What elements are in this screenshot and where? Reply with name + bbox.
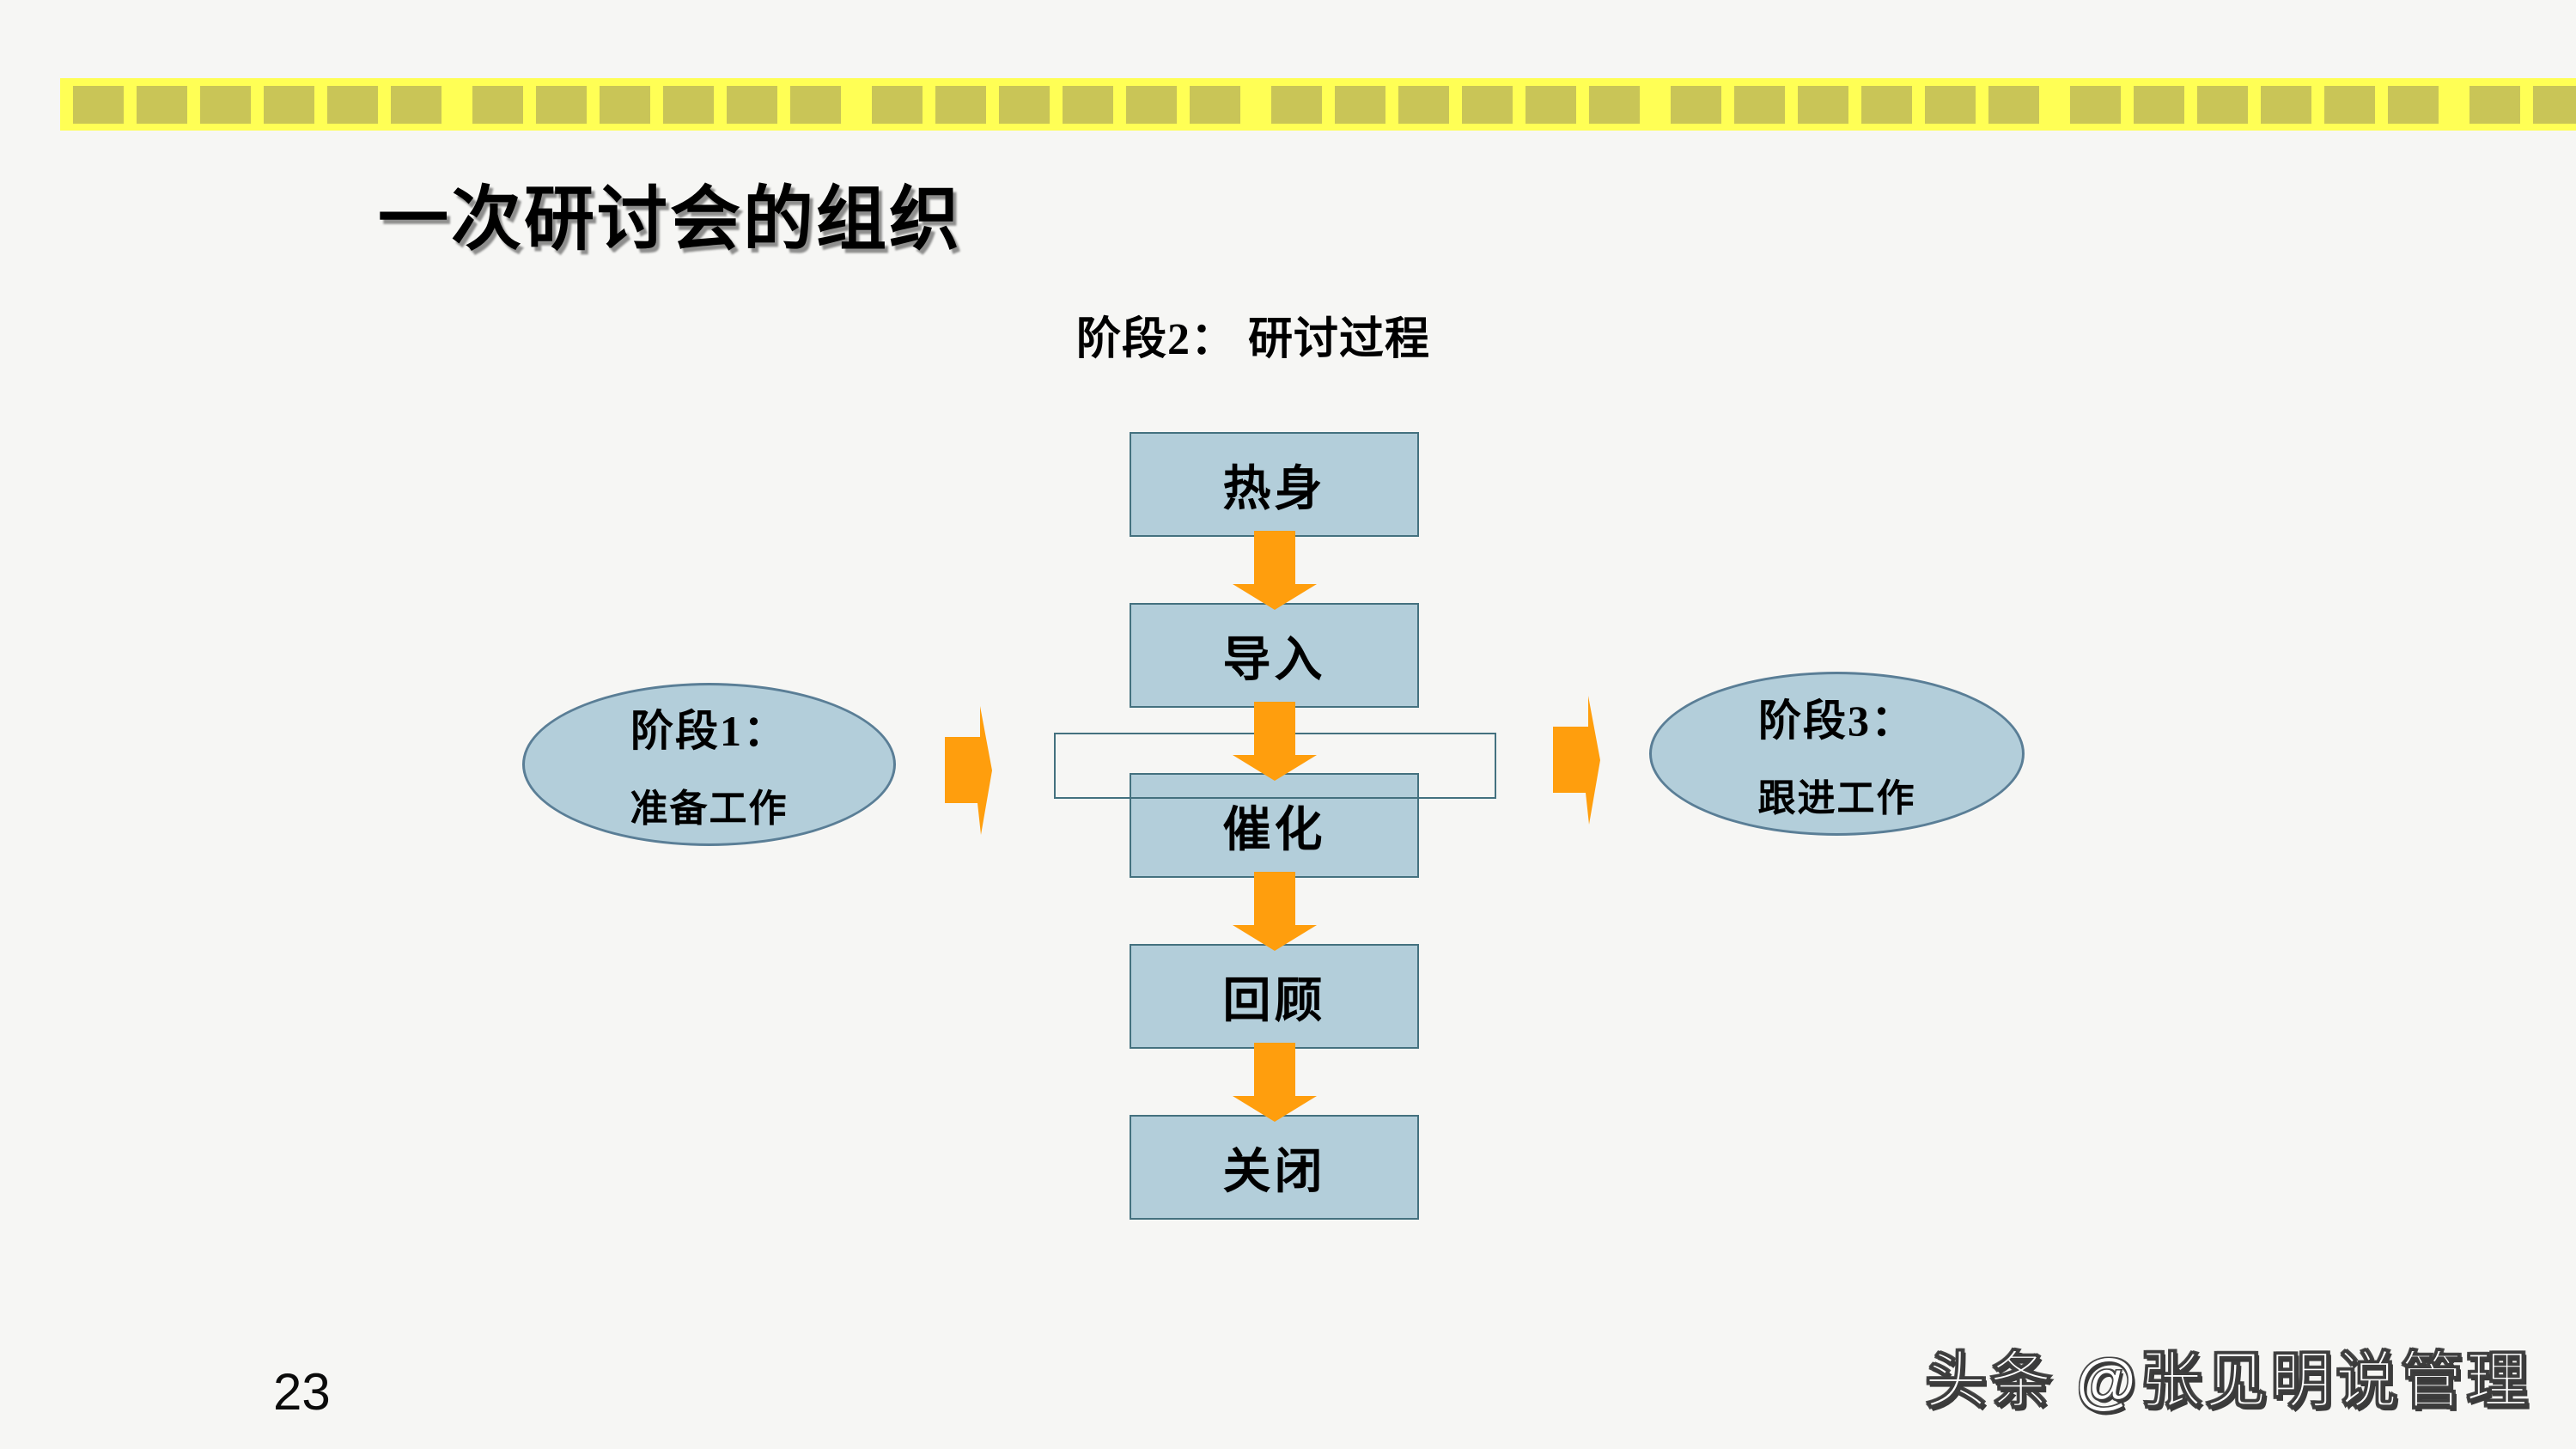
banner-square (200, 86, 251, 124)
banner-square (1671, 86, 1721, 124)
stage2-heading: 阶段2： 研讨过程 (1076, 315, 1431, 364)
stage3-subtitle: 跟进工作 (1757, 776, 1916, 819)
banner-square (1271, 86, 1322, 124)
banner-square (536, 86, 587, 124)
banner-square (391, 86, 442, 124)
banner-square (727, 86, 777, 124)
banner-square (1925, 86, 1976, 124)
banner-square (1988, 86, 2039, 124)
banner-square (600, 86, 650, 124)
banner-square (73, 86, 124, 124)
down-arrow-icon (1233, 531, 1317, 610)
decorative-banner (60, 78, 2576, 131)
page-title: 一次研讨会的组织 (378, 180, 963, 259)
stage1-ellipse: 阶段1： 准备工作 (522, 683, 896, 846)
banner-square (1734, 86, 1785, 124)
banner-square (1861, 86, 1912, 124)
banner-square (663, 86, 714, 124)
banner-square (2324, 86, 2375, 124)
banner-square (1462, 86, 1513, 124)
step-label: 关闭 (1222, 1145, 1326, 1199)
banner-square (2261, 86, 2311, 124)
banner-square (264, 86, 314, 124)
banner-square (472, 86, 523, 124)
banner-square (1126, 86, 1177, 124)
banner-square (2533, 86, 2576, 124)
banner-square (790, 86, 841, 124)
banner-square (2388, 86, 2439, 124)
step-label: 回顾 (1222, 974, 1326, 1028)
page-number: 23 (273, 1363, 331, 1421)
banner-square (137, 86, 187, 124)
right-arrow-icon (945, 706, 992, 835)
step-box-warm-up: 热身 (1130, 432, 1419, 537)
step-box-lead-in: 导入 (1130, 603, 1419, 708)
stage3-title: 阶段3： (1758, 696, 1915, 745)
step-label: 导入 (1222, 633, 1326, 687)
banner-square (1798, 86, 1848, 124)
watermark: 头条 @张见明说管理 (1924, 1347, 2531, 1416)
right-arrow-icon (1553, 696, 1600, 825)
banner-square (327, 86, 378, 124)
banner-square (2134, 86, 2184, 124)
banner-square (1526, 86, 1576, 124)
banner-square (2469, 86, 2520, 124)
step-box-review: 回顾 (1130, 944, 1419, 1049)
step-label: 催化 (1222, 803, 1326, 857)
stage1-title: 阶段1： (630, 707, 788, 755)
down-arrow-icon (1233, 702, 1317, 781)
step-box-close: 关闭 (1130, 1115, 1419, 1220)
banner-square (872, 86, 923, 124)
down-arrow-icon (1233, 1043, 1317, 1122)
banner-square (999, 86, 1050, 124)
banner-square (2197, 86, 2248, 124)
stage1-subtitle: 准备工作 (630, 788, 789, 830)
step-label: 热身 (1222, 462, 1326, 516)
stage3-ellipse: 阶段3： 跟进工作 (1649, 672, 2025, 836)
down-arrow-icon (1233, 872, 1317, 951)
banner-square (1335, 86, 1385, 124)
banner-square (935, 86, 986, 124)
banner-square (2070, 86, 2121, 124)
banner-square (1190, 86, 1240, 124)
banner-square (1398, 86, 1449, 124)
banner-square (1589, 86, 1640, 124)
banner-square (1063, 86, 1113, 124)
